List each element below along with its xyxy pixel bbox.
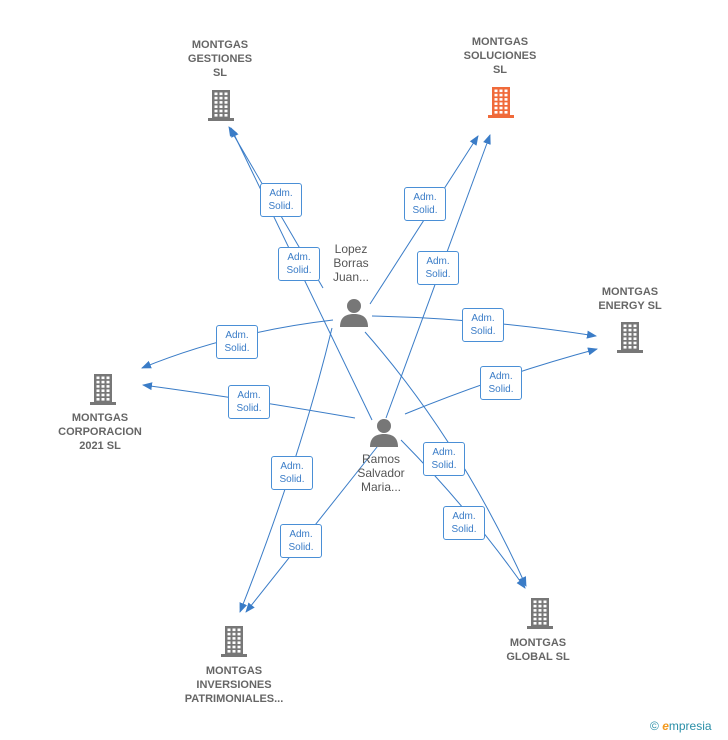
label-line: Ramos xyxy=(361,452,400,466)
brand-name: mpresia xyxy=(668,719,712,733)
edge-label-text: Solid. xyxy=(288,542,314,553)
brand-logo-e: e xyxy=(662,719,669,733)
building-shape xyxy=(221,626,247,657)
edge-label-ramos-energy[interactable]: Adm. Solid. xyxy=(480,366,522,400)
building-icon-gestiones[interactable] xyxy=(206,88,236,122)
label-line: Maria... xyxy=(360,480,401,494)
edge-label-text: Adm. xyxy=(452,511,476,522)
label-line: ENERGY SL xyxy=(598,300,662,312)
label-line: CORPORACION xyxy=(58,426,142,438)
label-line: MONTGAS xyxy=(509,637,567,649)
building-icon-corporacion[interactable] xyxy=(88,372,118,406)
person-head xyxy=(377,419,391,433)
edge-label-text: Adm. xyxy=(237,390,261,401)
label-line: MONTGAS xyxy=(601,286,659,298)
edge-label-text: Adm. xyxy=(471,313,495,324)
edge-label-ramos-corporacion[interactable]: Adm. Solid. xyxy=(228,385,270,419)
building-shape xyxy=(527,598,553,629)
label-line: SL xyxy=(212,67,228,79)
person-body xyxy=(340,314,368,327)
label-line: INVERSIONES xyxy=(196,679,272,691)
label-line: MONTGAS xyxy=(71,412,129,424)
building-shape xyxy=(617,322,643,353)
label-line: MONTGAS xyxy=(205,665,263,677)
edge-label-text: Adm. xyxy=(269,188,293,199)
label-corporacion[interactable]: MONTGAS CORPORACION 2021 SL xyxy=(50,411,150,453)
edge-label-text: Solid. xyxy=(425,269,451,280)
edge-label-ramos-gestiones[interactable]: Adm. Solid. xyxy=(278,247,320,281)
building-shape xyxy=(208,90,234,121)
building-icon-energy[interactable] xyxy=(615,320,645,354)
label-line: GLOBAL SL xyxy=(506,651,570,663)
label-line: Borras xyxy=(333,256,369,270)
edge-label-text: Solid. xyxy=(268,201,294,212)
label-line: Salvador xyxy=(357,466,405,480)
edge-label-text: Adm. xyxy=(432,447,456,458)
edge-label-lopez-soluciones[interactable]: Adm. Solid. xyxy=(404,187,446,221)
label-line: SL xyxy=(492,64,508,76)
edge-label-text: Adm. xyxy=(225,330,249,341)
edge-label-text: Adm. xyxy=(287,252,311,263)
edge-label-lopez-global[interactable]: Adm. Solid. xyxy=(423,442,465,476)
label-soluciones[interactable]: MONTGAS SOLUCIONES SL xyxy=(450,35,550,77)
edge-label-lopez-corporacion[interactable]: Adm. Solid. xyxy=(216,325,258,359)
label-global[interactable]: MONTGAS GLOBAL SL xyxy=(488,636,588,664)
edge-label-text: Solid. xyxy=(431,460,457,471)
edges xyxy=(141,126,598,613)
edge-label-text: Solid. xyxy=(412,205,438,216)
person-head xyxy=(347,299,361,313)
edge-label-lopez-inversiones[interactable]: Adm. Solid. xyxy=(271,456,313,490)
edge-label-text: Adm. xyxy=(413,192,437,203)
building-icon-inversiones[interactable] xyxy=(219,624,249,658)
edge-label-ramos-inversiones[interactable]: Adm. Solid. xyxy=(280,524,322,558)
edge-label-text: Adm. xyxy=(280,461,304,472)
label-line: PATRIMONIALES... xyxy=(184,693,284,705)
edge-label-text: Solid. xyxy=(224,343,250,354)
edge-label-text: Adm. xyxy=(289,529,313,540)
copyright-symbol: © xyxy=(650,719,659,733)
edge-label-text: Solid. xyxy=(279,474,305,485)
edge-label-text: Solid. xyxy=(451,524,477,535)
building-icon-global[interactable] xyxy=(525,596,555,630)
label-ramos[interactable]: Ramos Salvador Maria... xyxy=(341,452,421,494)
label-line: SOLUCIONES xyxy=(463,50,537,62)
label-gestiones[interactable]: MONTGAS GESTIONES SL xyxy=(170,38,270,80)
edge-label-text: Adm. xyxy=(426,256,450,267)
person-icon-lopez[interactable] xyxy=(338,296,370,328)
label-line: 2021 SL xyxy=(79,440,121,452)
edge-label-text: Adm. xyxy=(489,371,513,382)
label-line: MONTGAS xyxy=(191,39,249,51)
building-shape xyxy=(90,374,116,405)
edge-label-lopez-gestiones[interactable]: Adm. Solid. xyxy=(260,183,302,217)
edge-label-ramos-soluciones[interactable]: Adm. Solid. xyxy=(417,251,459,285)
edge-label-text: Solid. xyxy=(236,403,262,414)
label-inversiones[interactable]: MONTGAS INVERSIONES PATRIMONIALES... xyxy=(174,664,294,706)
label-lopez[interactable]: Lopez Borras Juan... xyxy=(311,242,391,284)
label-energy[interactable]: MONTGAS ENERGY SL xyxy=(580,285,680,313)
edge-label-text: Solid. xyxy=(488,384,514,395)
edge-label-lopez-energy[interactable]: Adm. Solid. xyxy=(462,308,504,342)
brand-footer[interactable]: © empresia xyxy=(650,719,712,733)
label-line: MONTGAS xyxy=(471,36,529,48)
building-shape xyxy=(488,87,514,118)
person-icon-ramos[interactable] xyxy=(368,416,400,448)
edge-label-ramos-global[interactable]: Adm. Solid. xyxy=(443,506,485,540)
edge-label-text: Solid. xyxy=(470,326,496,337)
person-body xyxy=(370,434,398,447)
label-line: GESTIONES xyxy=(187,53,253,65)
label-line: Juan... xyxy=(332,270,370,284)
edge-label-text: Solid. xyxy=(286,265,312,276)
label-line: Lopez xyxy=(334,242,368,256)
building-icon-soluciones[interactable] xyxy=(486,85,516,119)
